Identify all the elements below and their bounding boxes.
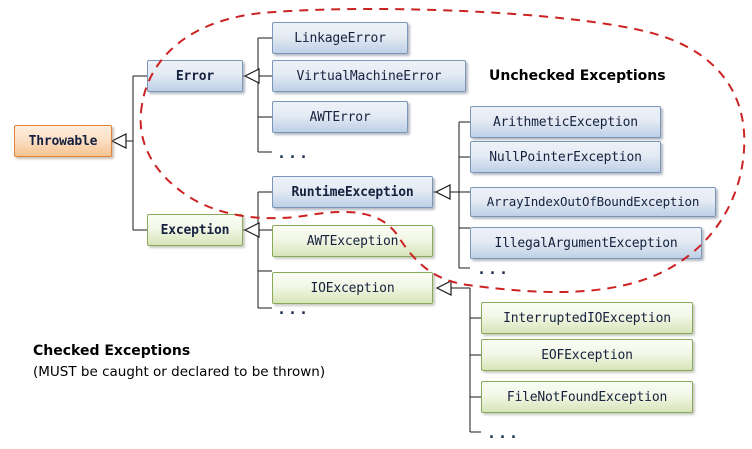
node-illegalargumentexception[interactable]: IllegalArgumentException [470,227,702,259]
node-error[interactable]: Error [147,60,243,92]
node-filenotfoundexception[interactable]: FileNotFoundException [481,381,693,413]
ellipsis-ioexception-children: ... [487,424,521,442]
label-checked-exceptions-note: (MUST be caught or declared to be thrown… [33,364,326,380]
generalization-arrow-runtimeexception [434,184,451,200]
node-arithmeticexception[interactable]: ArithmeticException [470,106,661,138]
generalization-arrow-throwable [110,133,127,149]
node-interruptedioexception[interactable]: InterruptedIOException [481,302,693,334]
generalization-arrow-error [243,68,260,84]
node-exception[interactable]: Exception [147,214,243,246]
node-eofexception[interactable]: EOFException [481,339,693,371]
node-runtimeexception[interactable]: RuntimeException [272,176,433,208]
node-arrayindexoutofboundexception[interactable]: ArrayIndexOutOfBoundException [470,187,716,217]
generalization-arrow-exception [243,222,260,238]
ellipsis-runtimeexception-children: ... [477,260,511,278]
node-throwable[interactable]: Throwable [14,125,112,157]
node-nullpointerexception[interactable]: NullPointerException [470,141,661,173]
ellipsis-error-children: ... [277,144,311,162]
label-checked-exceptions: Checked Exceptions [33,343,191,359]
node-linkageerror[interactable]: LinkageError [272,22,408,54]
ellipsis-exception-children: ... [277,300,311,318]
label-unchecked-exceptions: Unchecked Exceptions [489,68,666,84]
node-awtexception[interactable]: AWTException [272,225,433,257]
node-virtualmachineerror[interactable]: VirtualMachineError [272,60,466,92]
generalization-arrow-ioexception [435,280,452,296]
node-awterror[interactable]: AWTError [272,101,408,133]
